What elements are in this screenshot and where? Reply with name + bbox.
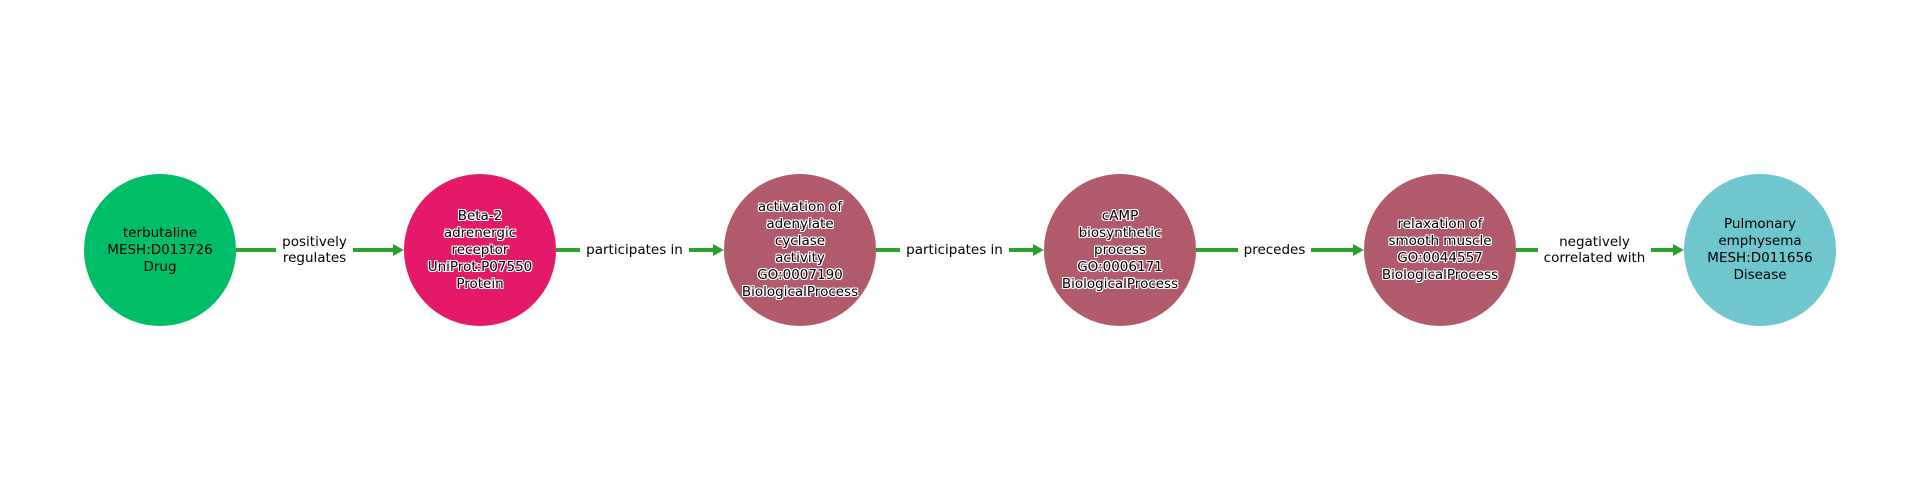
edge-line <box>556 248 581 252</box>
arrow-head-icon <box>713 244 724 256</box>
node-beta-2-adrenergic-receptor-label: Beta-2 adrenergic receptor UniProt:P0755… <box>427 207 533 292</box>
node-beta-2-adrenergic-receptor[interactable]: Beta-2 adrenergic receptor UniProt:P0755… <box>404 174 556 326</box>
edge-precedes: precedes <box>1196 242 1365 258</box>
edge-line <box>352 248 394 252</box>
edge-line <box>1651 248 1673 252</box>
node-terbutaline-label: terbutaline MESH:D013726 Drug <box>107 224 213 275</box>
edge-line <box>1516 248 1538 252</box>
arrow-head-icon <box>1353 244 1365 256</box>
node-pulmonary-emphysema-label: Pulmonary emphysema MESH:D011656 Disease <box>1707 216 1813 283</box>
edge-positively-regulates-label: positively regulates <box>276 234 353 266</box>
edge-line <box>1008 248 1033 252</box>
edge-line <box>876 248 901 252</box>
arrow-head-icon <box>1033 244 1044 256</box>
edge-participates-in-2: participates in <box>876 242 1044 258</box>
node-camp-biosynthetic-process-label: cAMP biosynthetic process GO:0006171 Bio… <box>1061 207 1179 292</box>
edge-line <box>1311 248 1354 252</box>
node-relaxation-of-smooth-muscle-label: relaxation of smooth muscle GO:0044557 B… <box>1381 216 1499 283</box>
node-activation-of-adenylate-cyclase-activity[interactable]: activation of adenylate cyclase activity… <box>724 174 876 326</box>
edge-participates-in-1-label: participates in <box>580 242 689 258</box>
node-pulmonary-emphysema[interactable]: Pulmonary emphysema MESH:D011656 Disease <box>1684 174 1836 326</box>
edge-participates-in-1: participates in <box>556 242 724 258</box>
edge-participates-in-2-label: participates in <box>900 242 1009 258</box>
edge-line <box>688 248 713 252</box>
edge-positively-regulates: positively regulates <box>236 234 405 266</box>
node-relaxation-of-smooth-muscle[interactable]: relaxation of smooth muscle GO:0044557 B… <box>1364 174 1516 326</box>
edge-negatively-correlated-with-label: negatively correlated with <box>1537 234 1652 266</box>
node-activation-of-adenylate-cyclase-activity-label: activation of adenylate cyclase activity… <box>741 199 859 300</box>
arrow-head-icon <box>393 244 405 256</box>
edge-line <box>1196 248 1238 252</box>
node-camp-biosynthetic-process[interactable]: cAMP biosynthetic process GO:0006171 Bio… <box>1044 174 1196 326</box>
node-terbutaline[interactable]: terbutaline MESH:D013726 Drug <box>84 174 236 326</box>
edge-precedes-label: precedes <box>1237 242 1312 258</box>
edge-line <box>236 248 277 252</box>
edge-negatively-correlated-with: negatively correlated with <box>1516 234 1684 266</box>
arrow-head-icon <box>1673 244 1684 256</box>
